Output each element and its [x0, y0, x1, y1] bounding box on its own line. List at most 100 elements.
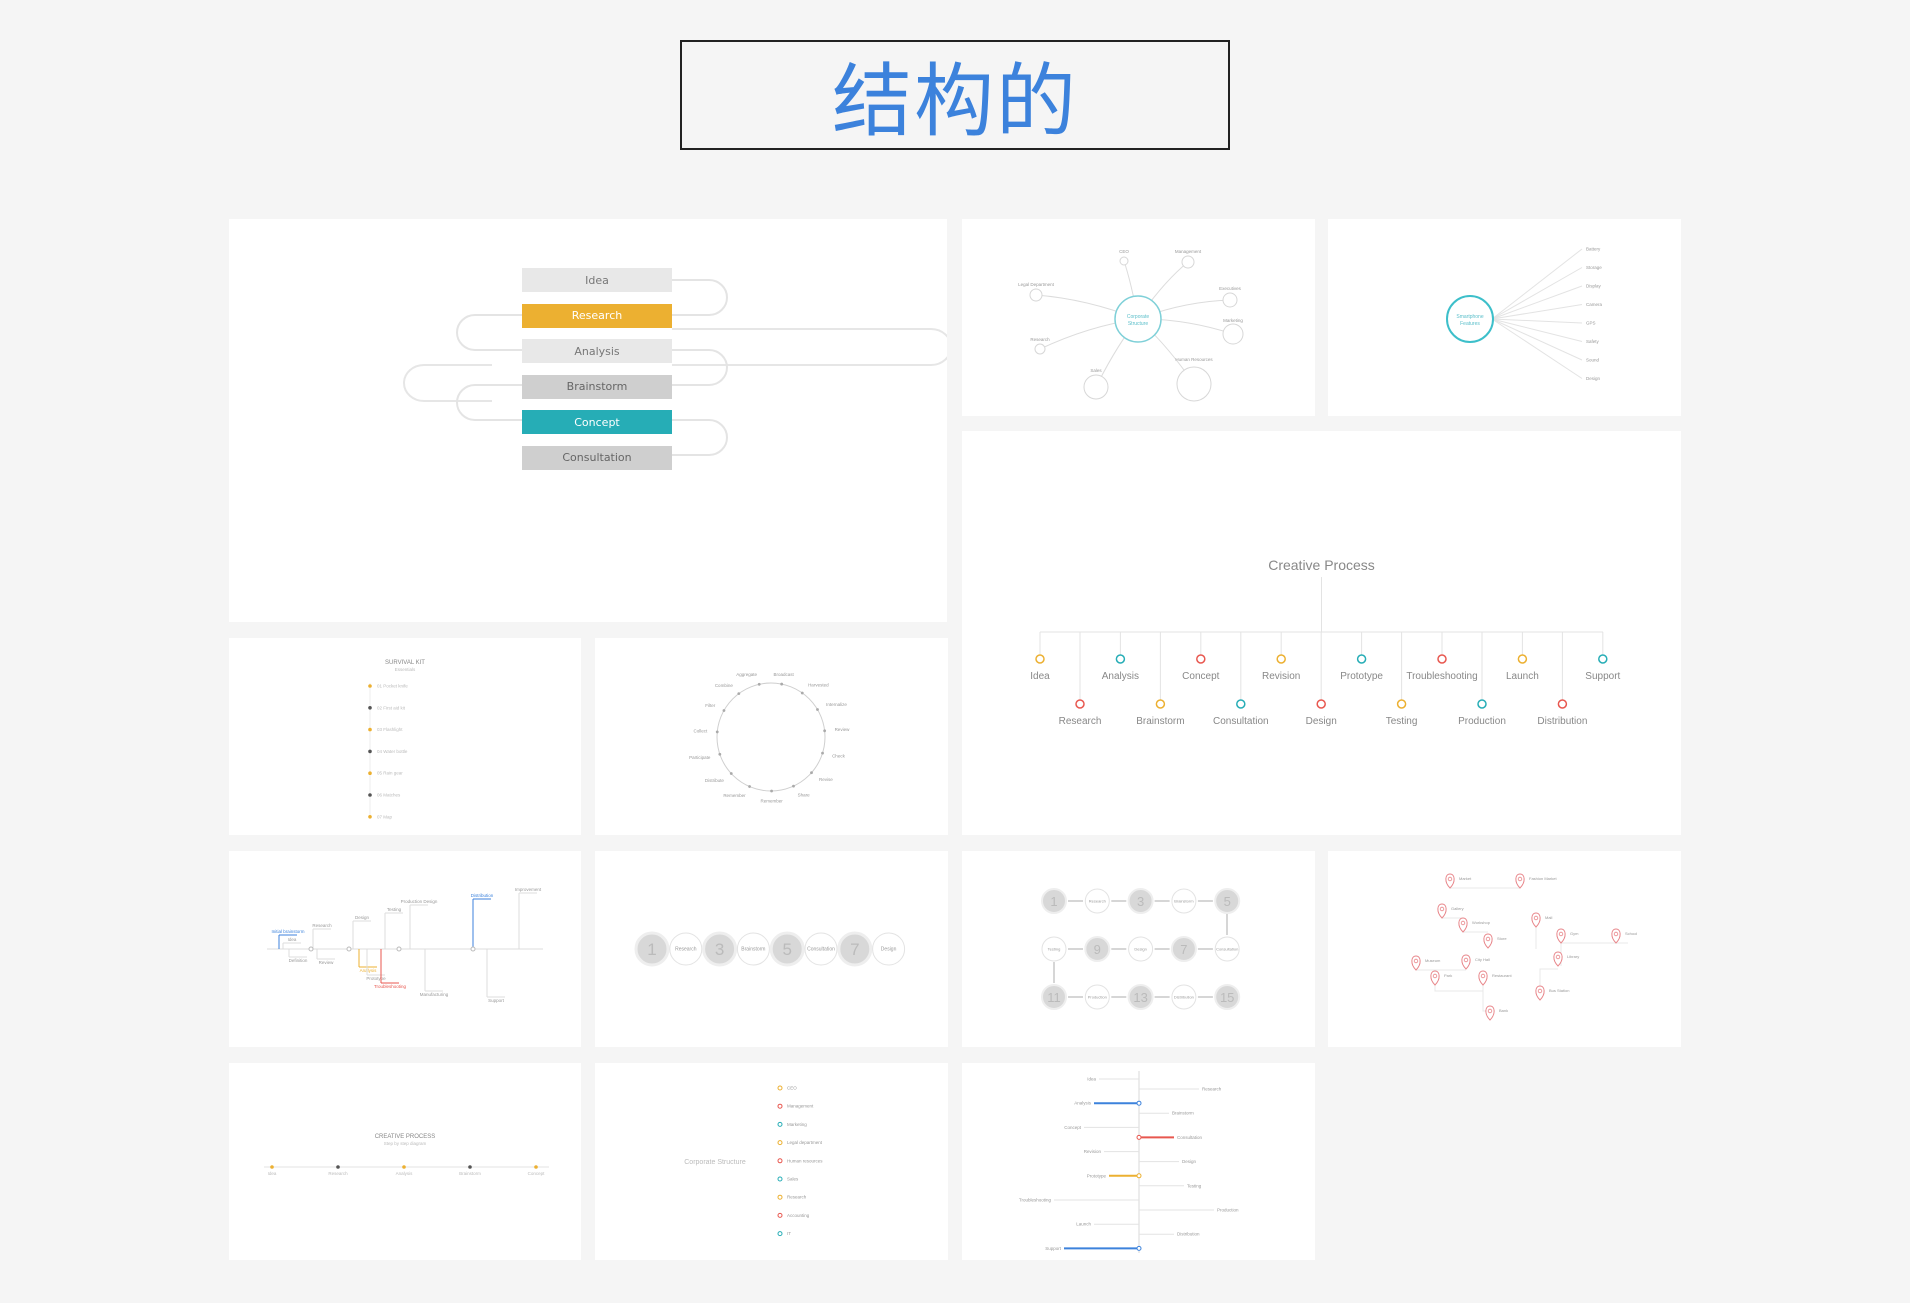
- number-circle: [1127, 888, 1154, 914]
- process-label: Idea: [1030, 671, 1050, 682]
- creative-line-subtitle: Step by step diagram: [384, 1141, 427, 1146]
- timeline-label: Definition: [289, 958, 308, 963]
- kit-dot: [368, 684, 372, 688]
- kit-item: 07 Map: [377, 814, 393, 819]
- mind-node-label: Sales: [1090, 368, 1102, 373]
- pin-label: Museum: [1425, 958, 1441, 963]
- process-dot: [1276, 654, 1286, 664]
- step-circle: [872, 932, 906, 966]
- number-circle: [1127, 984, 1154, 1010]
- pin-label: Mall: [1545, 915, 1552, 920]
- mind-node: [1176, 366, 1212, 402]
- timeline-label: Design: [355, 915, 370, 920]
- number-value: 7: [1180, 942, 1187, 957]
- kit-dot: [368, 815, 372, 819]
- number-value: 3: [1137, 894, 1144, 909]
- cycle-dot: [810, 771, 813, 775]
- process-dot: [1115, 654, 1126, 664]
- kit-item: 04 Water bottle: [377, 749, 408, 754]
- feature-link: [1491, 318, 1583, 379]
- flow-chip[interactable]: Brainstorm: [522, 374, 672, 399]
- mind-node-label: Management: [1175, 249, 1202, 254]
- mind-node: [1181, 255, 1195, 269]
- corp-dot: [777, 1085, 783, 1091]
- flow-chip[interactable]: Research: [522, 303, 672, 328]
- cycle-label: Remember: [723, 793, 746, 798]
- flow-chip[interactable]: Analysis: [522, 339, 672, 363]
- kit-dot: [368, 706, 372, 710]
- phone-center-label: Smartphone: [1456, 314, 1483, 320]
- feature-link: [1491, 267, 1583, 320]
- pin-dot: [1537, 988, 1543, 994]
- kit-item: 03 Flashlight: [377, 727, 403, 732]
- line-dot: [336, 1165, 340, 1169]
- flow-chip[interactable]: Consultation: [522, 445, 672, 470]
- number-circle: [634, 931, 670, 967]
- step-label: Research: [1089, 899, 1106, 904]
- flow-chip[interactable]: Concept: [522, 410, 672, 434]
- line-dot: [534, 1165, 538, 1169]
- mind-node: [1222, 323, 1244, 345]
- process-label: Troubleshooting: [1406, 671, 1477, 682]
- creative-line-title: CREATIVE PROCESS: [375, 1134, 436, 1140]
- mind-node: [1034, 343, 1046, 355]
- mind-center-label: Corporate: [1127, 314, 1149, 320]
- line-dot: [402, 1165, 406, 1169]
- number-value: 11: [1047, 990, 1061, 1005]
- step-label: Brainstorm: [1174, 899, 1194, 904]
- pin-label: Park: [1444, 973, 1452, 978]
- line-dot: [468, 1165, 472, 1169]
- vt-label: Revision: [1084, 1149, 1102, 1154]
- timeline-label: Prototype: [366, 976, 386, 981]
- cycle-dot: [816, 708, 819, 711]
- timeline-label: Idea: [288, 937, 297, 942]
- corp-item: Accounting: [787, 1213, 810, 1218]
- cycle-label: Aggregate: [736, 672, 757, 677]
- creative-process-title: Creative Process: [1268, 557, 1375, 573]
- vt-label: Production: [1217, 1208, 1239, 1213]
- cycle-dot: [770, 789, 773, 793]
- pin-label: Fashion Market: [1529, 876, 1557, 881]
- feature-label: Display: [1586, 284, 1602, 289]
- process-label: Consultation: [1213, 716, 1269, 727]
- pin-dot: [1485, 936, 1491, 942]
- feature-link: [1491, 285, 1583, 320]
- feature-link: [1491, 318, 1583, 324]
- step-circle: [1128, 936, 1154, 962]
- smartphone-diagram: BatteryStorageDisplayCameraGPSSafetySoun…: [1446, 247, 1603, 381]
- process-dot: [1396, 699, 1407, 709]
- process-label: Revision: [1262, 671, 1300, 682]
- vt-node: [1136, 1173, 1142, 1179]
- cycle-label: Participate: [689, 755, 711, 760]
- step-label: Research: [675, 947, 697, 953]
- pin-dot: [1558, 931, 1564, 937]
- step-label: Consultation: [807, 947, 835, 953]
- pin-label: Library: [1567, 954, 1579, 959]
- flow-chip[interactable]: Idea: [522, 268, 672, 292]
- timeline-label: Improvement: [515, 887, 542, 892]
- step-circle: [804, 932, 838, 966]
- kit-dot: [368, 749, 372, 754]
- timeline-label: Review: [319, 960, 335, 965]
- pin-label: Restaurant: [1492, 973, 1512, 978]
- step-label: Production: [1088, 995, 1107, 1000]
- corp-dot: [777, 1176, 783, 1182]
- pin-label: Market: [1459, 876, 1472, 881]
